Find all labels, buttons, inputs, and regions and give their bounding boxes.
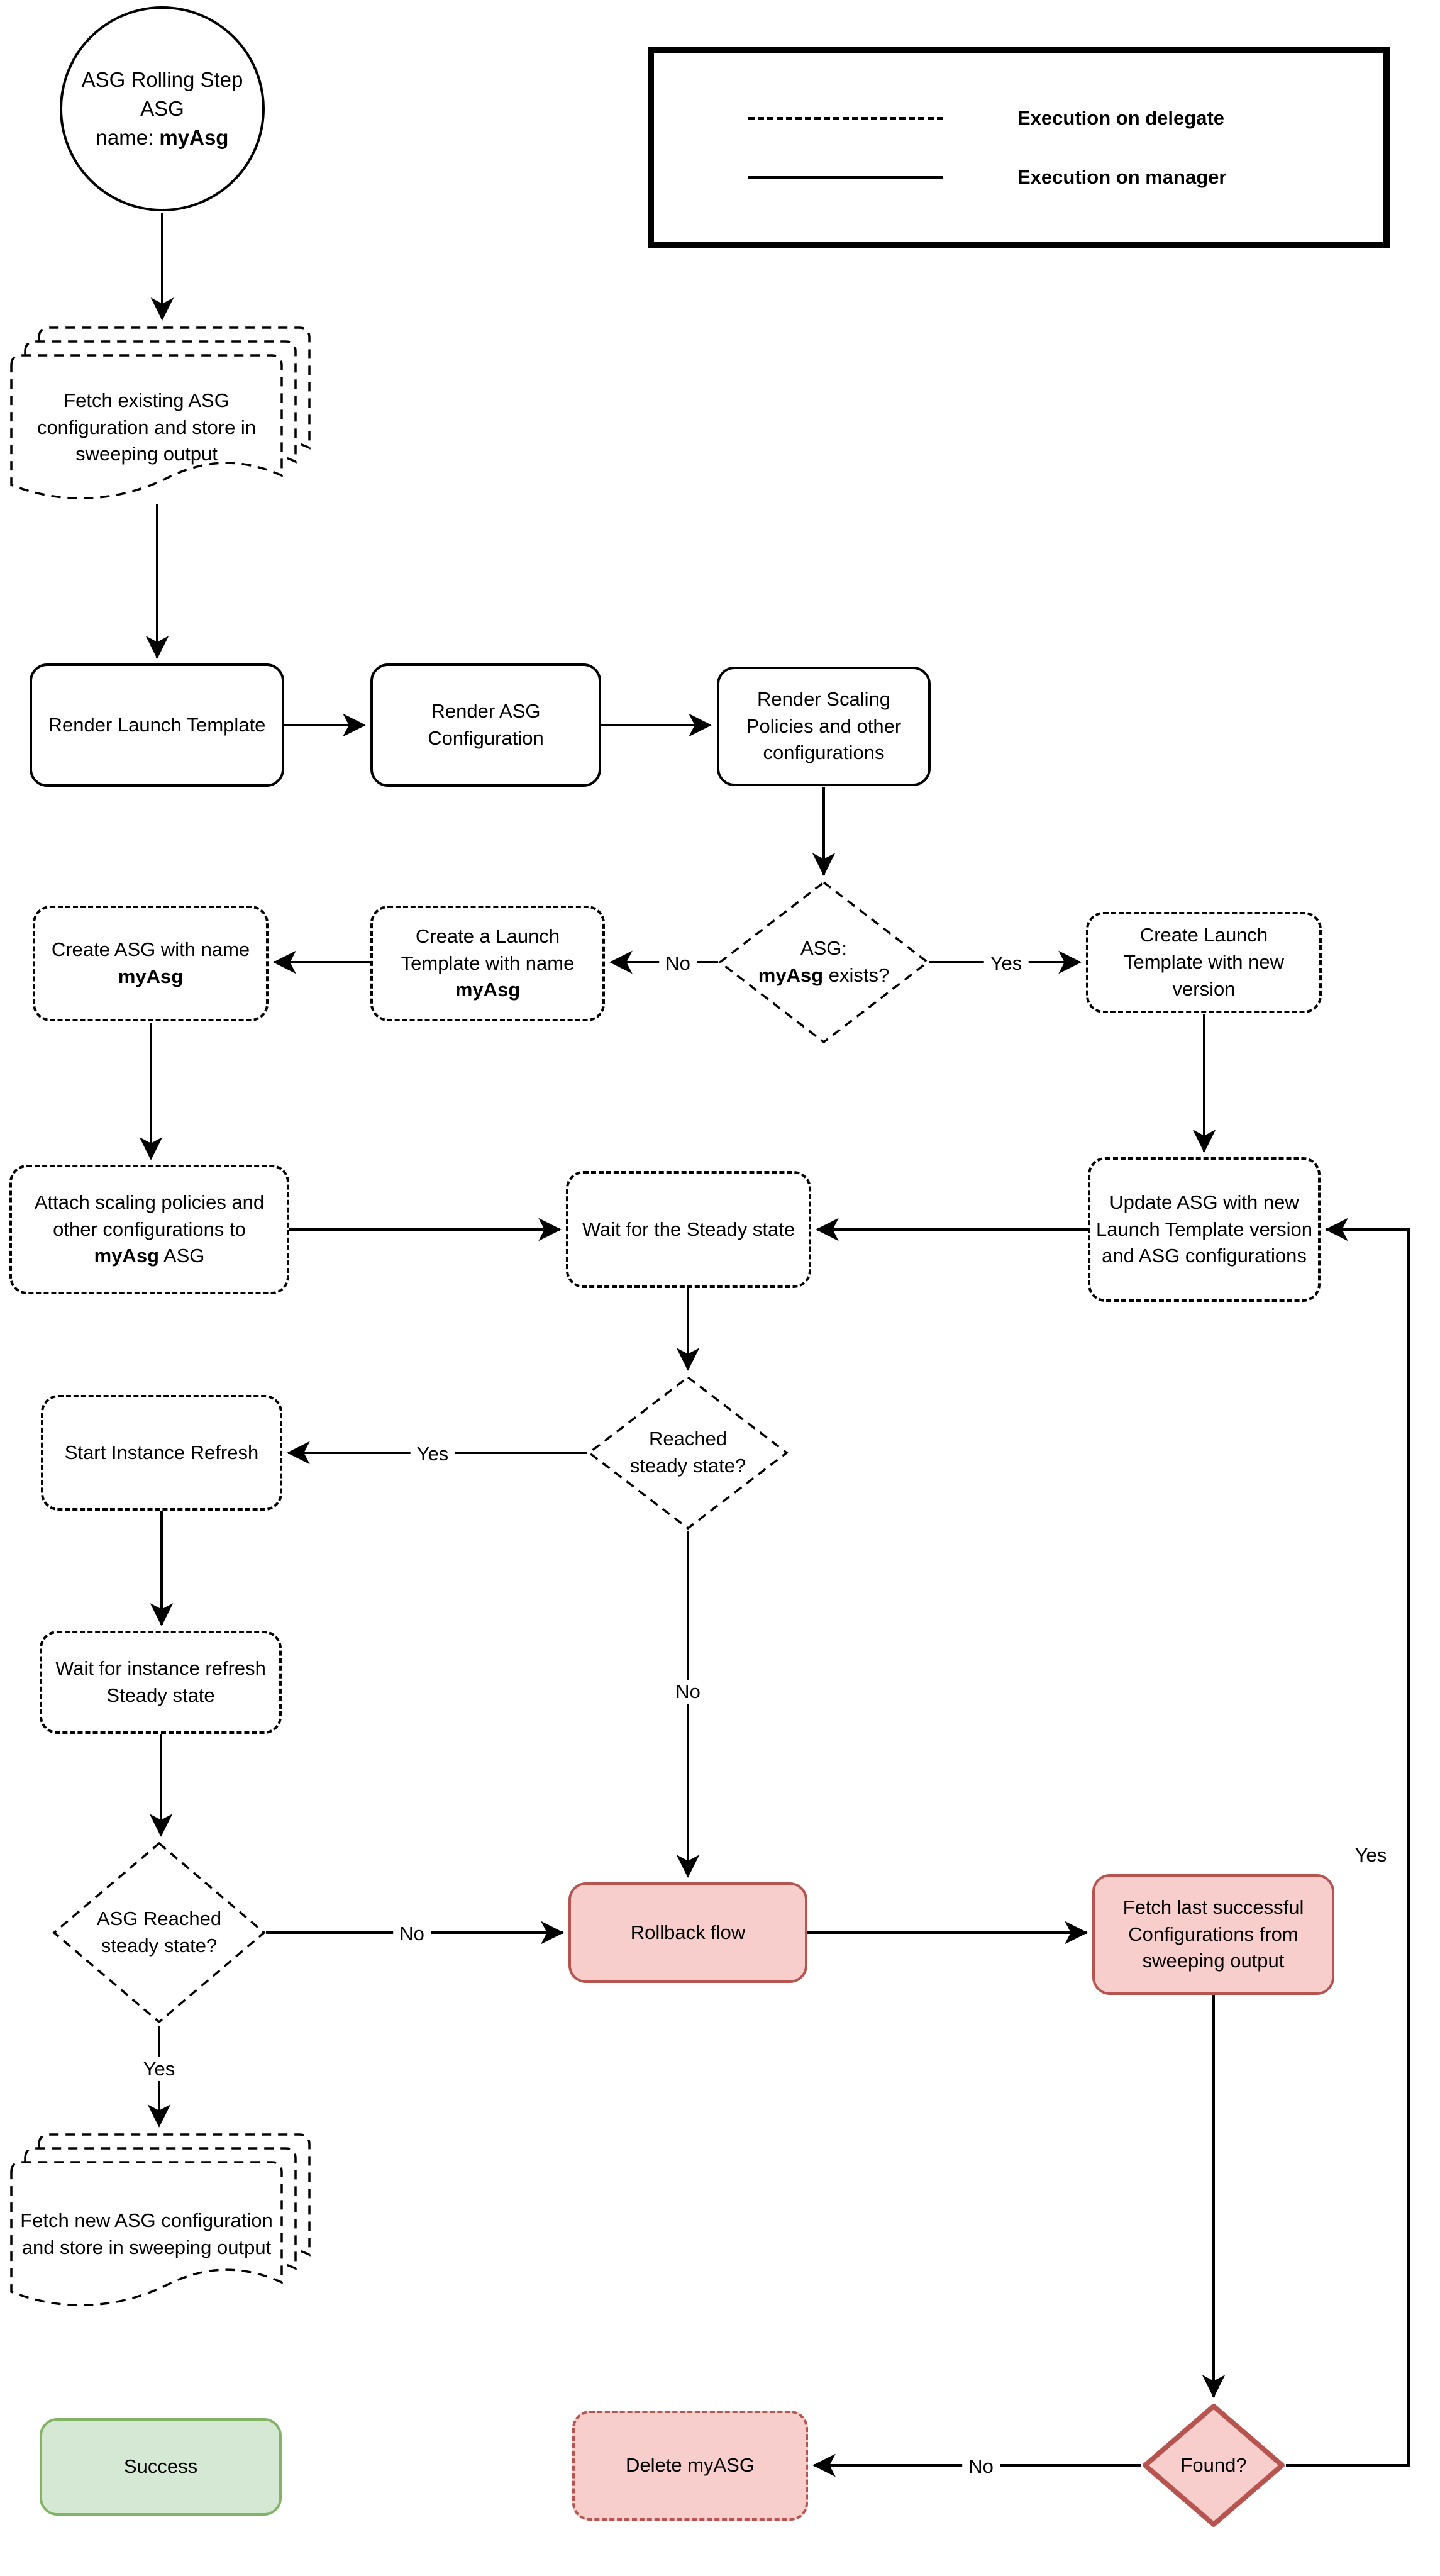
- node-success: Success: [40, 2418, 282, 2516]
- node-fetch-existing-config: Fetch existing ASG configuration and sto…: [9, 325, 311, 511]
- solid-line-sample: [748, 175, 943, 179]
- create-lt-new-version-label: Create Launch Template with new version: [1123, 924, 1284, 1000]
- fetch-last-successful-label: Fetch last successful Configurations fro…: [1122, 1896, 1304, 1972]
- edge-label-found-yes: Yes: [1348, 1843, 1393, 1868]
- reached-steady-state-label: Reached steady state?: [629, 1428, 746, 1477]
- success-label: Success: [123, 2455, 198, 2478]
- start-line3: name: myAsg: [96, 126, 229, 150]
- found-label: Found?: [1180, 2453, 1247, 2476]
- multi-document-shape: [10, 326, 311, 500]
- legend: Execution on delegate Execution on manag…: [648, 47, 1390, 248]
- node-found-decision: Found?: [1141, 2402, 1286, 2528]
- start-line1: ASG Rolling Step: [81, 67, 243, 91]
- rollback-flow-label: Rollback flow: [630, 1921, 746, 1943]
- edge-found-yes-loop: [1286, 1218, 1410, 2467]
- legend-delegate-label: Execution on delegate: [1017, 107, 1225, 129]
- attach-scaling-policies-label: Attach scaling policies and other config…: [34, 1191, 265, 1267]
- create-asg-label: Create ASG with name myAsg: [51, 938, 250, 987]
- node-create-launch-template: Create a Launch Template with name myAsg: [370, 906, 605, 1021]
- node-fetch-last-successful: Fetch last successful Configurations fro…: [1092, 1874, 1334, 1995]
- node-delete-my-asg: Delete myASG: [572, 2411, 808, 2521]
- dashed-line-sample: [748, 116, 943, 120]
- legend-row-delegate: Execution on delegate: [748, 107, 1383, 130]
- edge-label-reached-yes: Yes: [410, 1441, 455, 1467]
- diamond-shape: [718, 880, 929, 1044]
- diamond-shape: [587, 1375, 789, 1530]
- fetch-existing-label: Fetch existing ASG configuration and sto…: [36, 389, 257, 465]
- start-instance-refresh-label: Start Instance Refresh: [64, 1441, 259, 1463]
- node-asg-reached-steady-state-decision: ASG Reached steady state?: [52, 1841, 266, 2024]
- start-line2: ASG: [140, 96, 184, 120]
- asg-exists-label: ASG: myAsg exists?: [758, 937, 890, 986]
- fetch-new-config-label: Fetch new ASG configuration and store in…: [20, 2209, 273, 2258]
- legend-manager-label: Execution on manager: [1017, 166, 1227, 188]
- node-create-asg: Create ASG with name myAsg: [33, 906, 269, 1021]
- asg-reached-steady-state-label: ASG Reached steady state?: [96, 1907, 222, 1957]
- node-render-asg-configuration: Render ASG Configuration: [370, 663, 601, 787]
- wait-steady-state-label: Wait for the Steady state: [582, 1218, 795, 1240]
- edge-label-asg-reached-yes: Yes: [136, 2057, 182, 2082]
- node-render-launch-template: Render Launch Template: [30, 663, 284, 787]
- node-wait-steady-state: Wait for the Steady state: [566, 1171, 811, 1288]
- render-asg-configuration-label: Render ASG Configuration: [428, 700, 544, 749]
- node-wait-instance-refresh: Wait for instance refresh Steady state: [40, 1631, 282, 1734]
- edge-label-exists-yes: Yes: [983, 951, 1029, 976]
- node-reached-steady-state-decision: Reached steady state?: [587, 1375, 789, 1530]
- node-start-instance-refresh: Start Instance Refresh: [41, 1395, 282, 1511]
- edge-label-asg-reached-no: No: [393, 1921, 431, 1946]
- node-render-scaling-policies: Render Scaling Policies and other config…: [717, 667, 931, 786]
- diamond-shape: [1143, 2404, 1285, 2527]
- legend-row-manager: Execution on manager: [748, 166, 1383, 189]
- node-update-asg: Update ASG with new Launch Template vers…: [1088, 1157, 1321, 1302]
- delete-my-asg-label: Delete myASG: [625, 2454, 755, 2477]
- render-launch-template-label: Render Launch Template: [48, 713, 266, 736]
- edge-label-reached-no: No: [669, 1679, 707, 1704]
- edge-label-found-no: No: [962, 2454, 1000, 2479]
- create-launch-template-label: Create a Launch Template with name myAsg: [401, 924, 575, 1001]
- diamond-shape: [52, 1841, 266, 2024]
- node-attach-scaling-policies: Attach scaling policies and other config…: [9, 1165, 289, 1294]
- node-asg-exists-decision: ASG: myAsg exists?: [718, 880, 929, 1044]
- node-start: ASG Rolling Step ASG name: myAsg: [60, 6, 265, 211]
- update-asg-label: Update ASG with new Launch Template vers…: [1095, 1191, 1313, 1267]
- wait-instance-refresh-label: Wait for instance refresh Steady state: [55, 1657, 266, 1706]
- node-fetch-new-config: Fetch new ASG configuration and store in…: [9, 2132, 311, 2318]
- edge-label-exists-no: No: [659, 951, 697, 976]
- node-create-launch-template-new-version: Create Launch Template with new version: [1086, 912, 1322, 1013]
- node-rollback-flow: Rollback flow: [568, 1882, 807, 1983]
- render-scaling-policies-label: Render Scaling Policies and other config…: [746, 687, 902, 764]
- multi-document-shape: [10, 2133, 311, 2307]
